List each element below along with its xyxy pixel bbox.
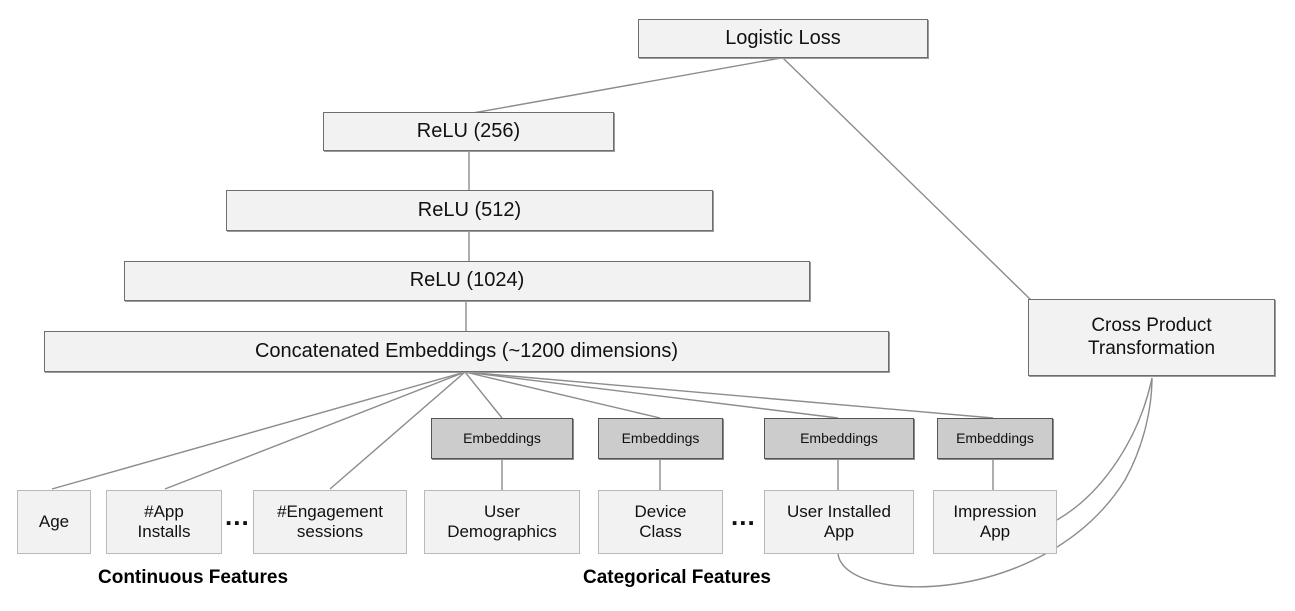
- node-feature-engagement-sessions-line2: sessions: [296, 522, 364, 541]
- node-feature-app-installs-line2: Installs: [137, 522, 191, 541]
- edge-concat-to-embedding-3: [464, 371, 839, 419]
- node-embeddings-user-installed-app[interactable]: Embeddings: [764, 418, 914, 459]
- node-feature-impression-app-line1: Impression: [953, 501, 1037, 521]
- node-embeddings-impression-app[interactable]: Embeddings: [937, 418, 1053, 459]
- node-relu-256-label: ReLU (256): [416, 119, 521, 142]
- ellipsis-categorical-features: ...: [731, 501, 756, 531]
- node-feature-user-demographics-line1: User: [484, 501, 520, 521]
- node-concatenated-embeddings-label: Concatenated Embeddings (~1200 dimension…: [254, 339, 679, 362]
- node-concatenated-embeddings[interactable]: Concatenated Embeddings (~1200 dimension…: [44, 331, 889, 372]
- node-feature-impression-app-line2: App: [979, 522, 1011, 541]
- node-cross-product-line2: Transformation: [1087, 337, 1216, 359]
- node-feature-app-installs-line1: #App: [144, 501, 184, 521]
- edge-concat-to-embedding-4: [464, 371, 994, 419]
- node-embeddings-user-installed-app-label: Embeddings: [800, 430, 878, 447]
- node-feature-device-class[interactable]: Device Class: [598, 490, 723, 554]
- node-feature-age-line1: Age: [38, 511, 70, 531]
- node-embeddings-user-demographics[interactable]: Embeddings: [431, 418, 573, 459]
- group-label-categorical-features: Categorical Features: [583, 567, 771, 588]
- node-embeddings-user-demographics-label: Embeddings: [463, 430, 541, 447]
- node-feature-device-class-line1: Device: [634, 501, 687, 521]
- node-cross-product-line1: Cross Product: [1091, 315, 1212, 337]
- node-embeddings-device-class[interactable]: Embeddings: [598, 418, 723, 459]
- edge-loss-to-cross-product: [782, 57, 1032, 301]
- node-feature-device-class-line2: Class: [639, 522, 682, 541]
- node-feature-user-demographics-line2: Demographics: [447, 522, 557, 541]
- node-feature-impression-app[interactable]: Impression App: [933, 490, 1057, 554]
- node-cross-product-transformation[interactable]: Cross Product Transformation: [1028, 299, 1275, 376]
- node-feature-age[interactable]: Age: [17, 490, 91, 554]
- node-embeddings-device-class-label: Embeddings: [621, 430, 700, 447]
- node-relu-1024-label: ReLU (1024): [409, 269, 525, 292]
- edge-user-installed-app-to-cross-product: [837, 377, 1153, 588]
- node-relu-512-label: ReLU (512): [417, 198, 522, 221]
- node-embeddings-impression-app-label: Embeddings: [956, 430, 1034, 447]
- edge-concat-to-app-installs: [164, 371, 466, 490]
- node-logistic-loss-label: Logistic Loss: [725, 26, 841, 49]
- node-feature-engagement-sessions[interactable]: #Engagement sessions: [253, 490, 407, 554]
- edge-impression-app-to-cross-product: [1056, 377, 1153, 521]
- node-feature-user-installed-app[interactable]: User Installed App: [764, 490, 914, 554]
- node-feature-user-demographics[interactable]: User Demographics: [424, 490, 580, 554]
- edge-concat-to-embedding-1: [464, 371, 503, 419]
- node-feature-app-installs[interactable]: #App Installs: [106, 490, 222, 554]
- node-feature-engagement-sessions-line1: #Engagement: [277, 501, 383, 521]
- node-feature-user-installed-app-line1: User Installed: [787, 501, 891, 521]
- edge-concat-to-embedding-2: [464, 371, 661, 419]
- node-relu-256[interactable]: ReLU (256): [323, 112, 614, 151]
- ellipsis-continuous-features: ...: [225, 501, 250, 531]
- node-relu-512[interactable]: ReLU (512): [226, 190, 713, 231]
- group-label-continuous-features: Continuous Features: [98, 567, 289, 588]
- node-feature-user-installed-app-line2: App: [823, 522, 855, 541]
- edge-concat-to-age: [51, 371, 466, 490]
- node-logistic-loss[interactable]: Logistic Loss: [638, 19, 928, 58]
- node-relu-1024[interactable]: ReLU (1024): [124, 261, 810, 301]
- edge-loss-to-relu256: [472, 57, 782, 114]
